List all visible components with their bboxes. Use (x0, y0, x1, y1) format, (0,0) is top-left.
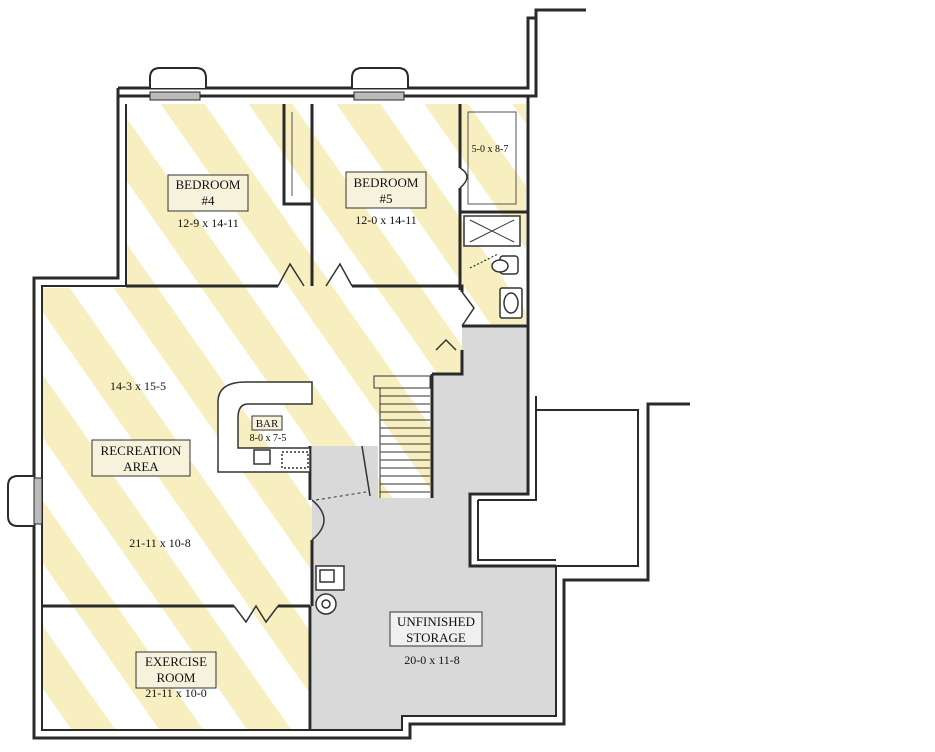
recreation-name: RECREATION (101, 443, 183, 458)
bar-size: 8-0 x 7-5 (250, 433, 287, 444)
staircase (361, 375, 431, 498)
recreation-name-2: AREA (123, 459, 159, 474)
exercise-name: EXERCISE (145, 654, 207, 669)
room-label-bar: BAR 8-0 x 7-5 (250, 415, 287, 444)
closet-size: 5-0 x 8-7 (472, 144, 509, 155)
finished-area (42, 104, 526, 730)
window-well-bedroom5 (351, 67, 409, 101)
bedroom4-name: BEDROOM (175, 177, 240, 192)
room-label-bedroom5: BEDROOM #5 12-0 x 14-11 (345, 171, 427, 227)
storage-name: UNFINISHED (397, 614, 475, 629)
storage-name-2: STORAGE (406, 630, 466, 645)
walk-in-closet (291, 111, 517, 205)
bar-counter (217, 381, 313, 473)
bedroom5-number: #5 (380, 191, 393, 206)
recreation-size-upper: 14-3 x 15-5 (110, 379, 166, 393)
room-label-exercise: EXERCISE ROOM 21-11 x 10-0 (135, 651, 217, 700)
mechanical-equipment (315, 565, 345, 615)
room-label-storage: UNFINISHED STORAGE 20-0 x 11-8 (389, 611, 483, 667)
exercise-size: 21-11 x 10-0 (145, 686, 207, 700)
doors (233, 167, 475, 624)
bar-name: BAR (256, 418, 279, 430)
exterior-walls (32, 8, 690, 740)
room-label-bedroom4: BEDROOM #4 12-9 x 14-11 (167, 174, 249, 230)
recreation-size-lower: 21-11 x 10-8 (129, 536, 191, 550)
unfinished-storage-area (312, 326, 556, 730)
storage-size: 20-0 x 11-8 (404, 653, 460, 667)
bedroom4-size: 12-9 x 14-11 (177, 216, 239, 230)
window-well-recreation (7, 475, 43, 527)
exercise-name-2: ROOM (156, 670, 195, 685)
water-heater (315, 593, 337, 615)
bedroom5-size: 12-0 x 14-11 (355, 213, 417, 227)
bedroom5-name: BEDROOM (353, 175, 418, 190)
room-label-recreation: RECREATION AREA (91, 439, 191, 477)
bar-sink (253, 449, 271, 465)
bathroom-fixtures (463, 215, 523, 319)
bedroom4-number: #4 (202, 193, 216, 208)
window-well-bedroom4 (149, 67, 207, 101)
